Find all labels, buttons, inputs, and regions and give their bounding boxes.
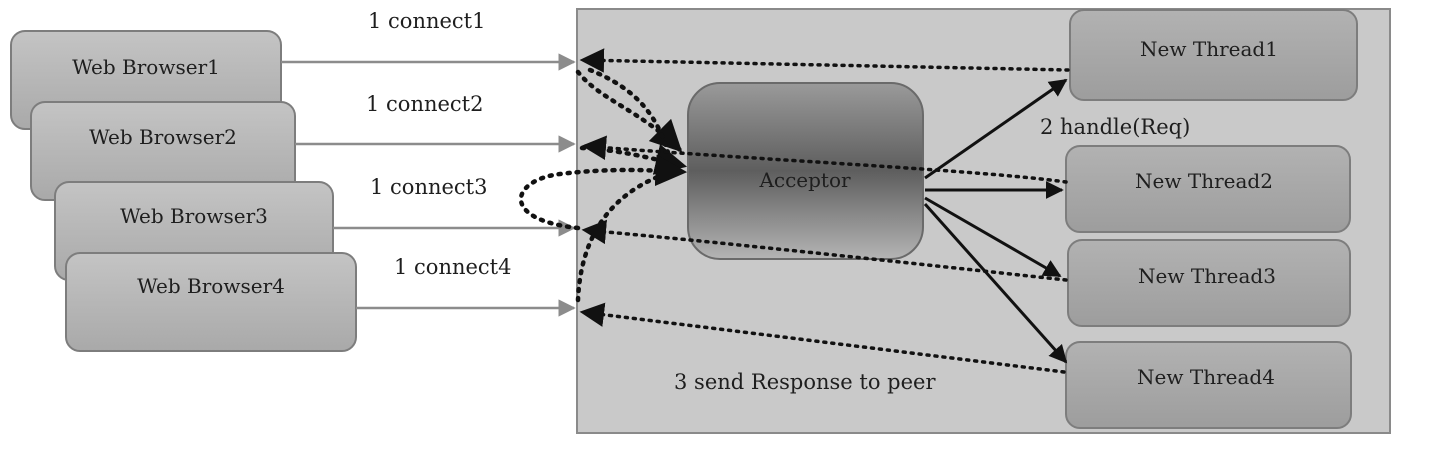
connect4-label: 1 connect4: [394, 255, 511, 279]
handoff-path-1: [575, 69, 683, 153]
handoff-path-1b: [587, 67, 673, 163]
web-browser-2: Web Browser2: [30, 101, 296, 201]
web-browser-2-label: Web Browser2: [89, 125, 237, 149]
connect2-label: 1 connect2: [366, 92, 483, 116]
new-thread-3-label: New Thread3: [1138, 264, 1276, 288]
new-thread-2: New Thread2: [1065, 145, 1351, 233]
handle-arrow-4: [923, 203, 1068, 364]
web-browser-1-label: Web Browser1: [72, 55, 220, 79]
new-thread-3: New Thread3: [1067, 239, 1351, 327]
handoff-path-3: [518, 154, 688, 231]
acceptor-node: Acceptor: [687, 82, 924, 260]
response-path-2: [581, 135, 1068, 184]
web-browser-4-label: Web Browser4: [137, 274, 285, 298]
handle-label: 2 handle(Req): [1040, 115, 1190, 139]
handle-arrow-1: [924, 78, 1068, 180]
new-thread-1: New Thread1: [1069, 9, 1358, 101]
response-path-1: [579, 48, 1070, 73]
new-thread-1-label: New Thread1: [1140, 37, 1278, 61]
response-path-4: [579, 302, 1066, 374]
handle-arrow-3: [924, 196, 1062, 278]
acceptor-label: Acceptor: [758, 168, 851, 192]
new-thread-2-label: New Thread2: [1135, 169, 1273, 193]
response-path-3: [581, 219, 1068, 282]
new-thread-4-label: New Thread4: [1137, 365, 1275, 389]
web-browser-3-label: Web Browser3: [120, 204, 268, 228]
response-label: 3 send Response to peer: [674, 370, 936, 394]
new-thread-4: New Thread4: [1065, 341, 1352, 429]
connect1-label: 1 connect1: [368, 9, 485, 33]
connect3-label: 1 connect3: [370, 175, 487, 199]
web-browser-4: Web Browser4: [65, 252, 357, 352]
